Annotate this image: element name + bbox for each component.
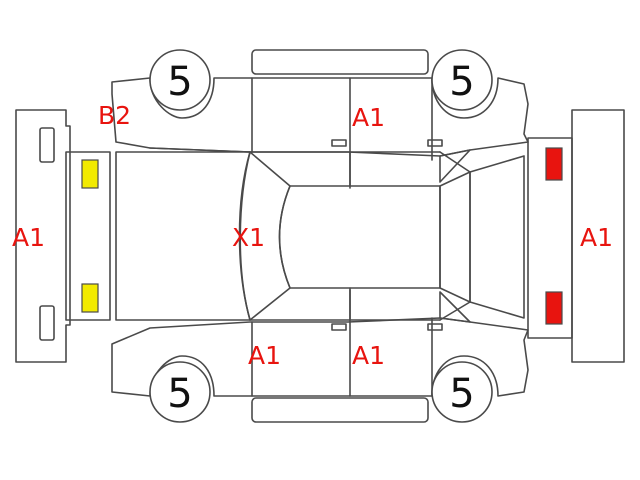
rear-lamp-upper [545,147,563,181]
tire-front-right-number: 5 [167,371,192,417]
code-left-rear-door: A1 [352,103,385,132]
tire-front-right: 5 [149,361,211,423]
front-lamp-upper [81,159,99,189]
right-side-body [111,289,529,423]
tire-front-left-number: 5 [167,59,192,105]
tire-rear-right-number: 5 [449,371,474,417]
code-rear-bumper: A1 [580,223,613,252]
code-windshield: X1 [232,223,265,252]
tire-rear-right: 5 [431,361,493,423]
code-left-front-fender: B2 [98,101,131,130]
code-right-front-door: A1 [248,341,281,370]
tire-rear-left-number: 5 [449,59,474,105]
code-front-bumper: A1 [12,223,45,252]
top-view-body [115,151,525,321]
code-right-rear-door: A1 [352,341,385,370]
rear-lamp-lower [545,291,563,325]
tire-front-left: 5 [149,49,211,111]
front-lamp-lower [81,283,99,313]
front-grille [65,151,111,321]
tire-rear-left: 5 [431,49,493,111]
rear-bumper [527,109,625,363]
front-bumper [15,109,71,363]
